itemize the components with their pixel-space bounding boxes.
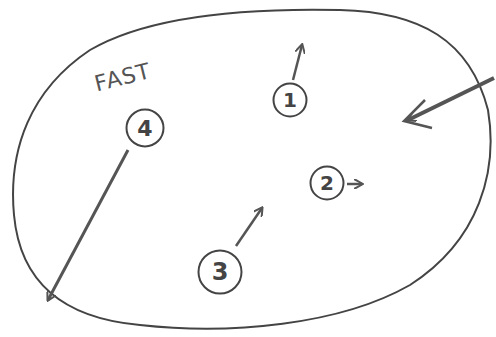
velocity-arrow [236, 208, 262, 246]
incoming-arrow-head [404, 100, 432, 128]
particle-circle: 3 [197, 249, 243, 295]
circle-shape [274, 84, 307, 117]
particle-circle: 1 [272, 82, 308, 118]
velocity-arrow [293, 45, 302, 80]
circle-shape [127, 110, 164, 147]
velocity-arrow [347, 183, 362, 186]
particle-number: 1 [283, 88, 297, 112]
container-outline [13, 10, 491, 329]
circle-shape [311, 167, 344, 200]
velocity-arrow [48, 150, 128, 300]
incoming-arrow [408, 78, 494, 120]
speed-note: FAST [92, 58, 153, 96]
circle-shape [199, 251, 242, 294]
particle-number: 2 [320, 171, 334, 195]
particle-circle: 2 [309, 165, 345, 201]
particle-circle: 4 [125, 108, 165, 148]
particle-number: 4 [137, 116, 152, 141]
particle-number: 3 [212, 258, 229, 286]
